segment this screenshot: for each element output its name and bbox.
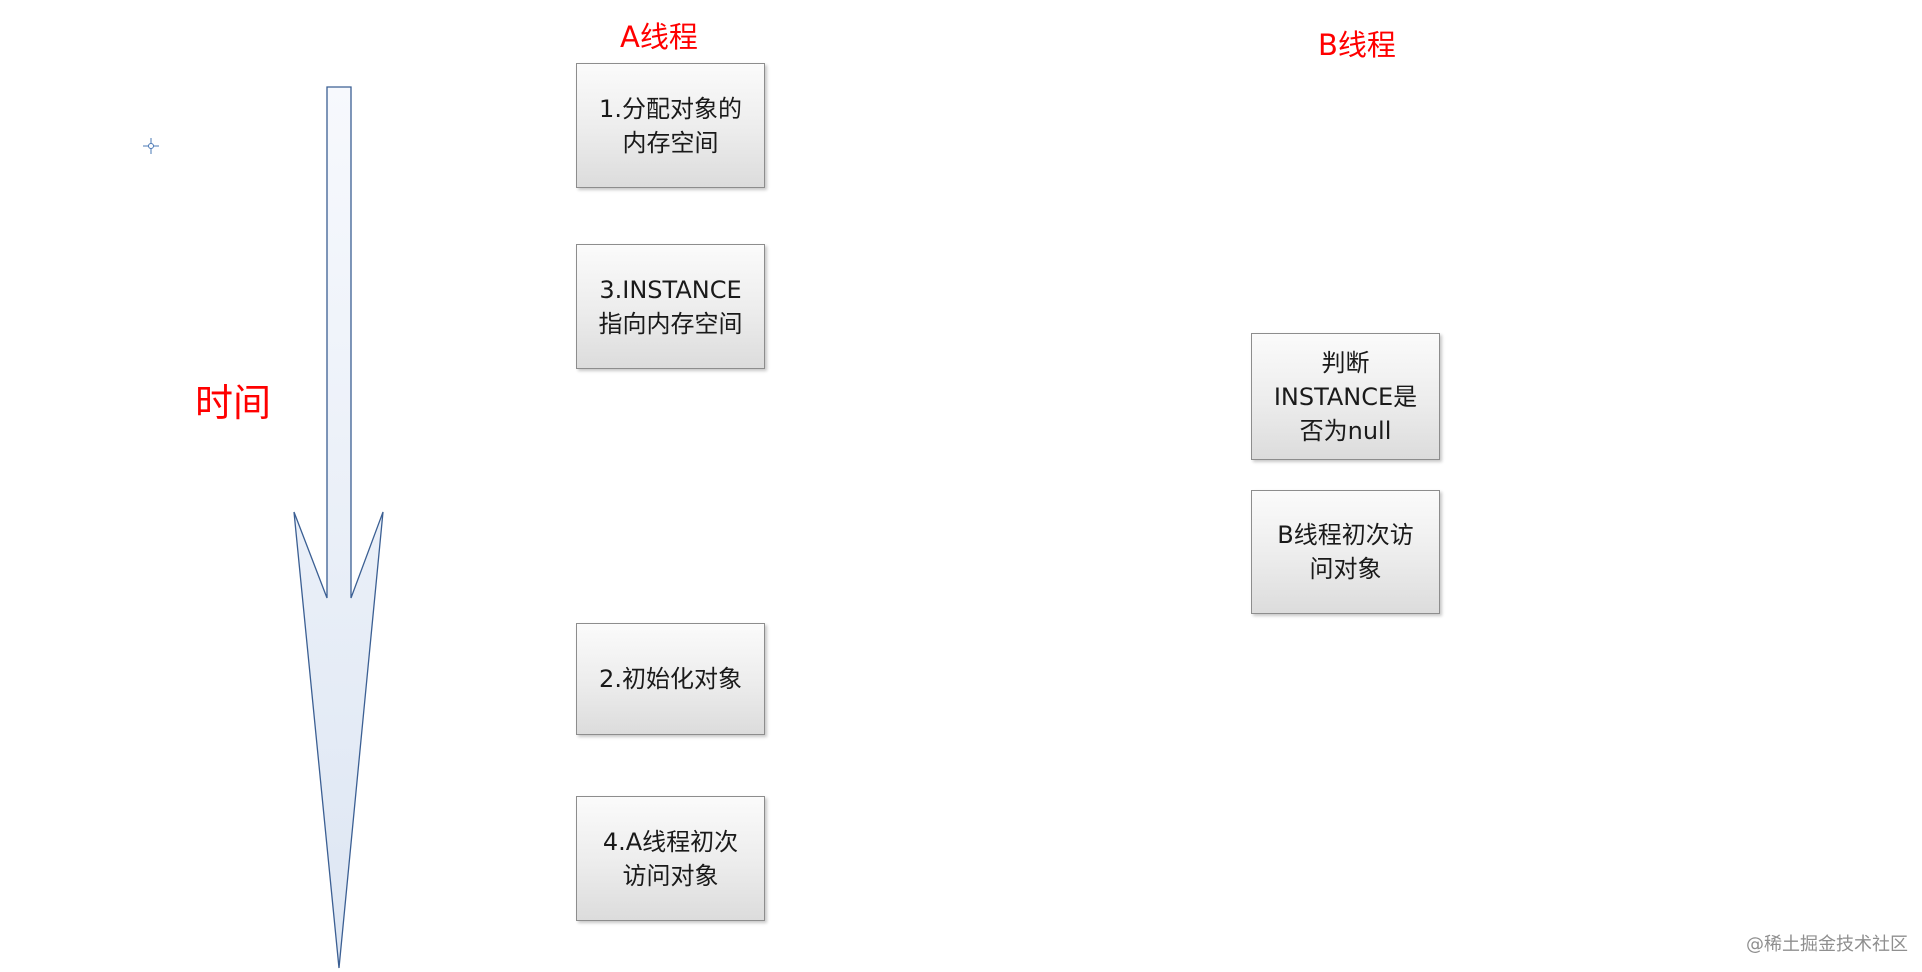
thread-b-step-null-check: 判断 INSTANCE是 否为null (1251, 333, 1440, 460)
thread-b-step-first-access: B线程初次访 问对象 (1251, 490, 1440, 614)
step-label: 4.A线程初次 访问对象 (602, 827, 739, 890)
thread-a-step-initialize: 2.初始化对象 (576, 623, 765, 735)
watermark: @稀土掘金技术社区 (1746, 934, 1908, 955)
step-label: 1.分配对象的 内存空间 (599, 94, 742, 157)
thread-a-step-assign-reference: 3.INSTANCE 指向内存空间 (576, 244, 765, 369)
thread-a-step-allocate: 1.分配对象的 内存空间 (576, 63, 765, 188)
time-arrow-shape (293, 86, 384, 969)
step-label: 判断 INSTANCE是 否为null (1273, 348, 1418, 445)
step-label: 3.INSTANCE 指向内存空间 (598, 275, 743, 338)
time-axis-label: 时间 (195, 381, 272, 425)
step-label: 2.初始化对象 (599, 665, 742, 693)
thread-a-title: A线程 (620, 20, 698, 54)
thread-b-title: B线程 (1318, 28, 1396, 62)
thread-a-step-first-access: 4.A线程初次 访问对象 (576, 796, 765, 921)
step-label: B线程初次访 问对象 (1277, 521, 1414, 583)
